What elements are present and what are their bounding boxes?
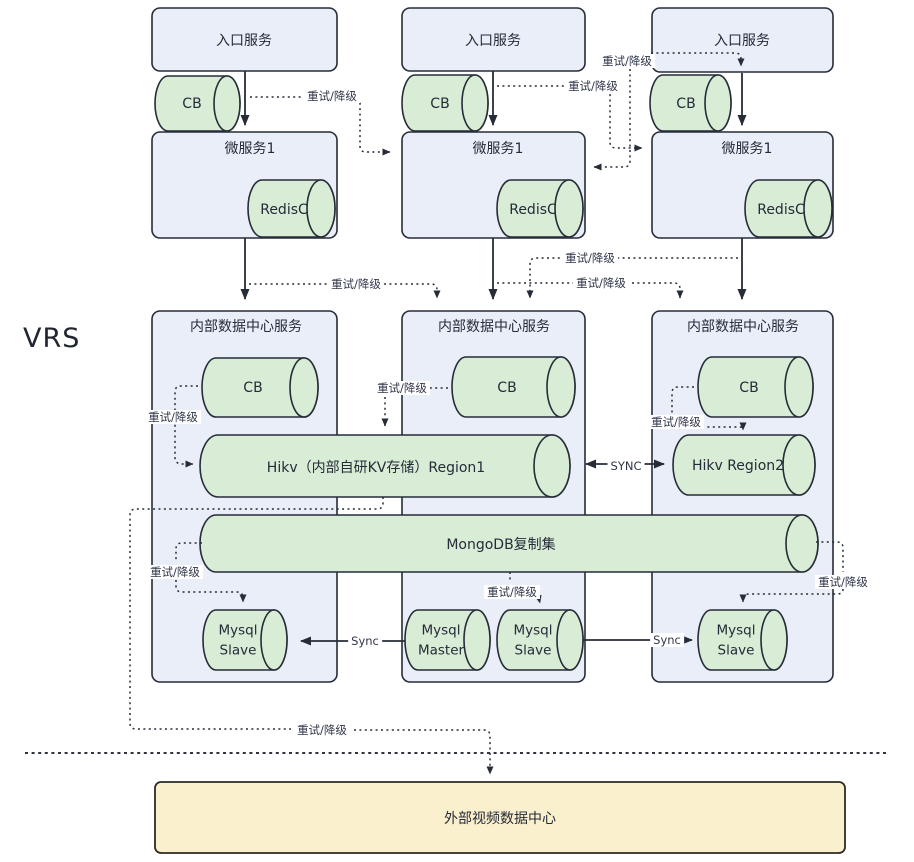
cb-cylinder-dc-1	[201, 357, 319, 418]
internal-dc-label-2: 内部数据中心服务	[438, 319, 550, 335]
mysql-slave-1-line2: Slave	[219, 642, 257, 658]
microservice-label-1: 微服务1	[224, 141, 276, 157]
entry-service-label-1: 入口服务	[216, 33, 272, 49]
edge-retry-cb2-hikv1	[385, 387, 448, 426]
edge-retry-cb3-hikv2	[671, 386, 743, 430]
retry-label-micro2: 重试/降级	[573, 276, 629, 290]
retry-label-mongo2: 重试/降级	[484, 585, 540, 599]
mysql-slave-cylinder-2	[496, 609, 584, 671]
retry-label-external: 重试/降级	[294, 723, 350, 737]
retry-label-micro1: 重试/降级	[328, 277, 384, 291]
mongodb-label: MongoDB复制集	[446, 537, 556, 553]
mysql-master-cylinder	[404, 609, 491, 671]
cb-dc-label-3: CB	[739, 380, 759, 396]
cb-entry-label-3: CB	[676, 96, 696, 112]
mysql-slave-2-line2: Slave	[514, 642, 552, 658]
redisc-label-2: RedisC	[509, 202, 557, 218]
mysql-master-label: Mysql Master	[418, 621, 464, 660]
mongodb-cylinder	[199, 514, 819, 573]
mysql-slave-cylinder-3	[697, 609, 788, 671]
mysql-master-line1: Mysql	[421, 622, 461, 639]
cb-entry-label-2: CB	[430, 96, 450, 112]
hikv-region1-cylinder	[199, 434, 571, 498]
redisc-cylinder-3	[744, 179, 833, 238]
retry-label-cb2: 重试/降级	[374, 381, 430, 395]
mysql-slave-3-line2: Slave	[717, 642, 755, 658]
cb-entry-label-1: CB	[182, 96, 202, 112]
retry-label-mongo3: 重试/降级	[815, 575, 871, 589]
internal-dc-label-1: 内部数据中心服务	[190, 319, 302, 335]
hikv-region2-cylinder	[672, 434, 816, 496]
microservice-label-3: 微服务1	[721, 141, 773, 157]
redisc-label-1: RedisC	[260, 202, 308, 218]
sync-label-mysql-right: Sync	[650, 633, 684, 647]
edge-retry-entry3-micro2	[593, 69, 631, 171]
cb-dc-label-1: CB	[243, 380, 263, 396]
sync-label-hikv: SYNC	[607, 459, 645, 473]
retry-label-entry3: 重试/降级	[599, 54, 655, 68]
cb-cylinder-entry-1	[154, 75, 241, 132]
external-dc-box	[154, 781, 846, 854]
retry-label-micro3: 重试/降级	[562, 251, 618, 265]
entry-service-label-3: 入口服务	[714, 33, 770, 49]
retry-label-cb1: 重试/降级	[145, 410, 201, 424]
sync-label-mysql-left: Sync	[348, 634, 382, 648]
retry-label-cb3: 重试/降级	[648, 415, 704, 429]
edge-retry-mongo-slave3	[743, 541, 844, 602]
mysql-slave-cylinder-1	[202, 609, 288, 671]
mysql-slave-2-line1: Mysql	[513, 622, 553, 639]
hikv-region2-label: Hikv Region2	[691, 458, 785, 474]
retry-label-entry1: 重试/降级	[304, 89, 360, 103]
cb-cylinder-dc-3	[697, 356, 814, 418]
edge-retry-entry1-micro2	[250, 96, 391, 156]
edge-retry-entry3-top	[651, 52, 745, 67]
diagram-title-vrs: VRS	[23, 323, 81, 354]
mysql-master-line2: Master	[417, 642, 465, 658]
edge-retry-hikv-external	[129, 497, 490, 774]
entry-service-label-2: 入口服务	[465, 33, 521, 49]
external-dc-label: 外部视频数据中心	[444, 811, 556, 827]
mysql-slave-1-line1: Mysql	[218, 622, 258, 639]
redisc-cylinder-2	[496, 179, 584, 238]
retry-label-mongo1: 重试/降级	[147, 565, 203, 579]
edge-retry-micro3-dc2	[526, 257, 738, 299]
mysql-slave-3-line1: Mysql	[716, 622, 756, 639]
internal-dc-label-3: 内部数据中心服务	[687, 319, 799, 335]
cb-cylinder-entry-2	[401, 74, 489, 132]
mysql-slave-label-1: Mysql Slave	[219, 621, 258, 660]
mysql-slave-label-3: Mysql Slave	[717, 621, 756, 660]
redisc-cylinder-1	[247, 179, 336, 238]
mysql-slave-label-2: Mysql Slave	[514, 621, 553, 660]
microservice-label-2: 微服务1	[472, 141, 524, 157]
entry-service-box-3	[651, 7, 834, 73]
retry-label-entry2: 重试/降级	[565, 79, 621, 93]
cb-dc-label-2: CB	[497, 380, 517, 396]
edge-retry-mongo-slave2	[509, 572, 540, 603]
cb-cylinder-entry-3	[649, 74, 732, 132]
redisc-label-3: RedisC	[757, 202, 805, 218]
cb-cylinder-dc-2	[451, 356, 576, 418]
hikv-region1-label: Hikv（内部自研KV存储）Region1	[266, 460, 486, 476]
